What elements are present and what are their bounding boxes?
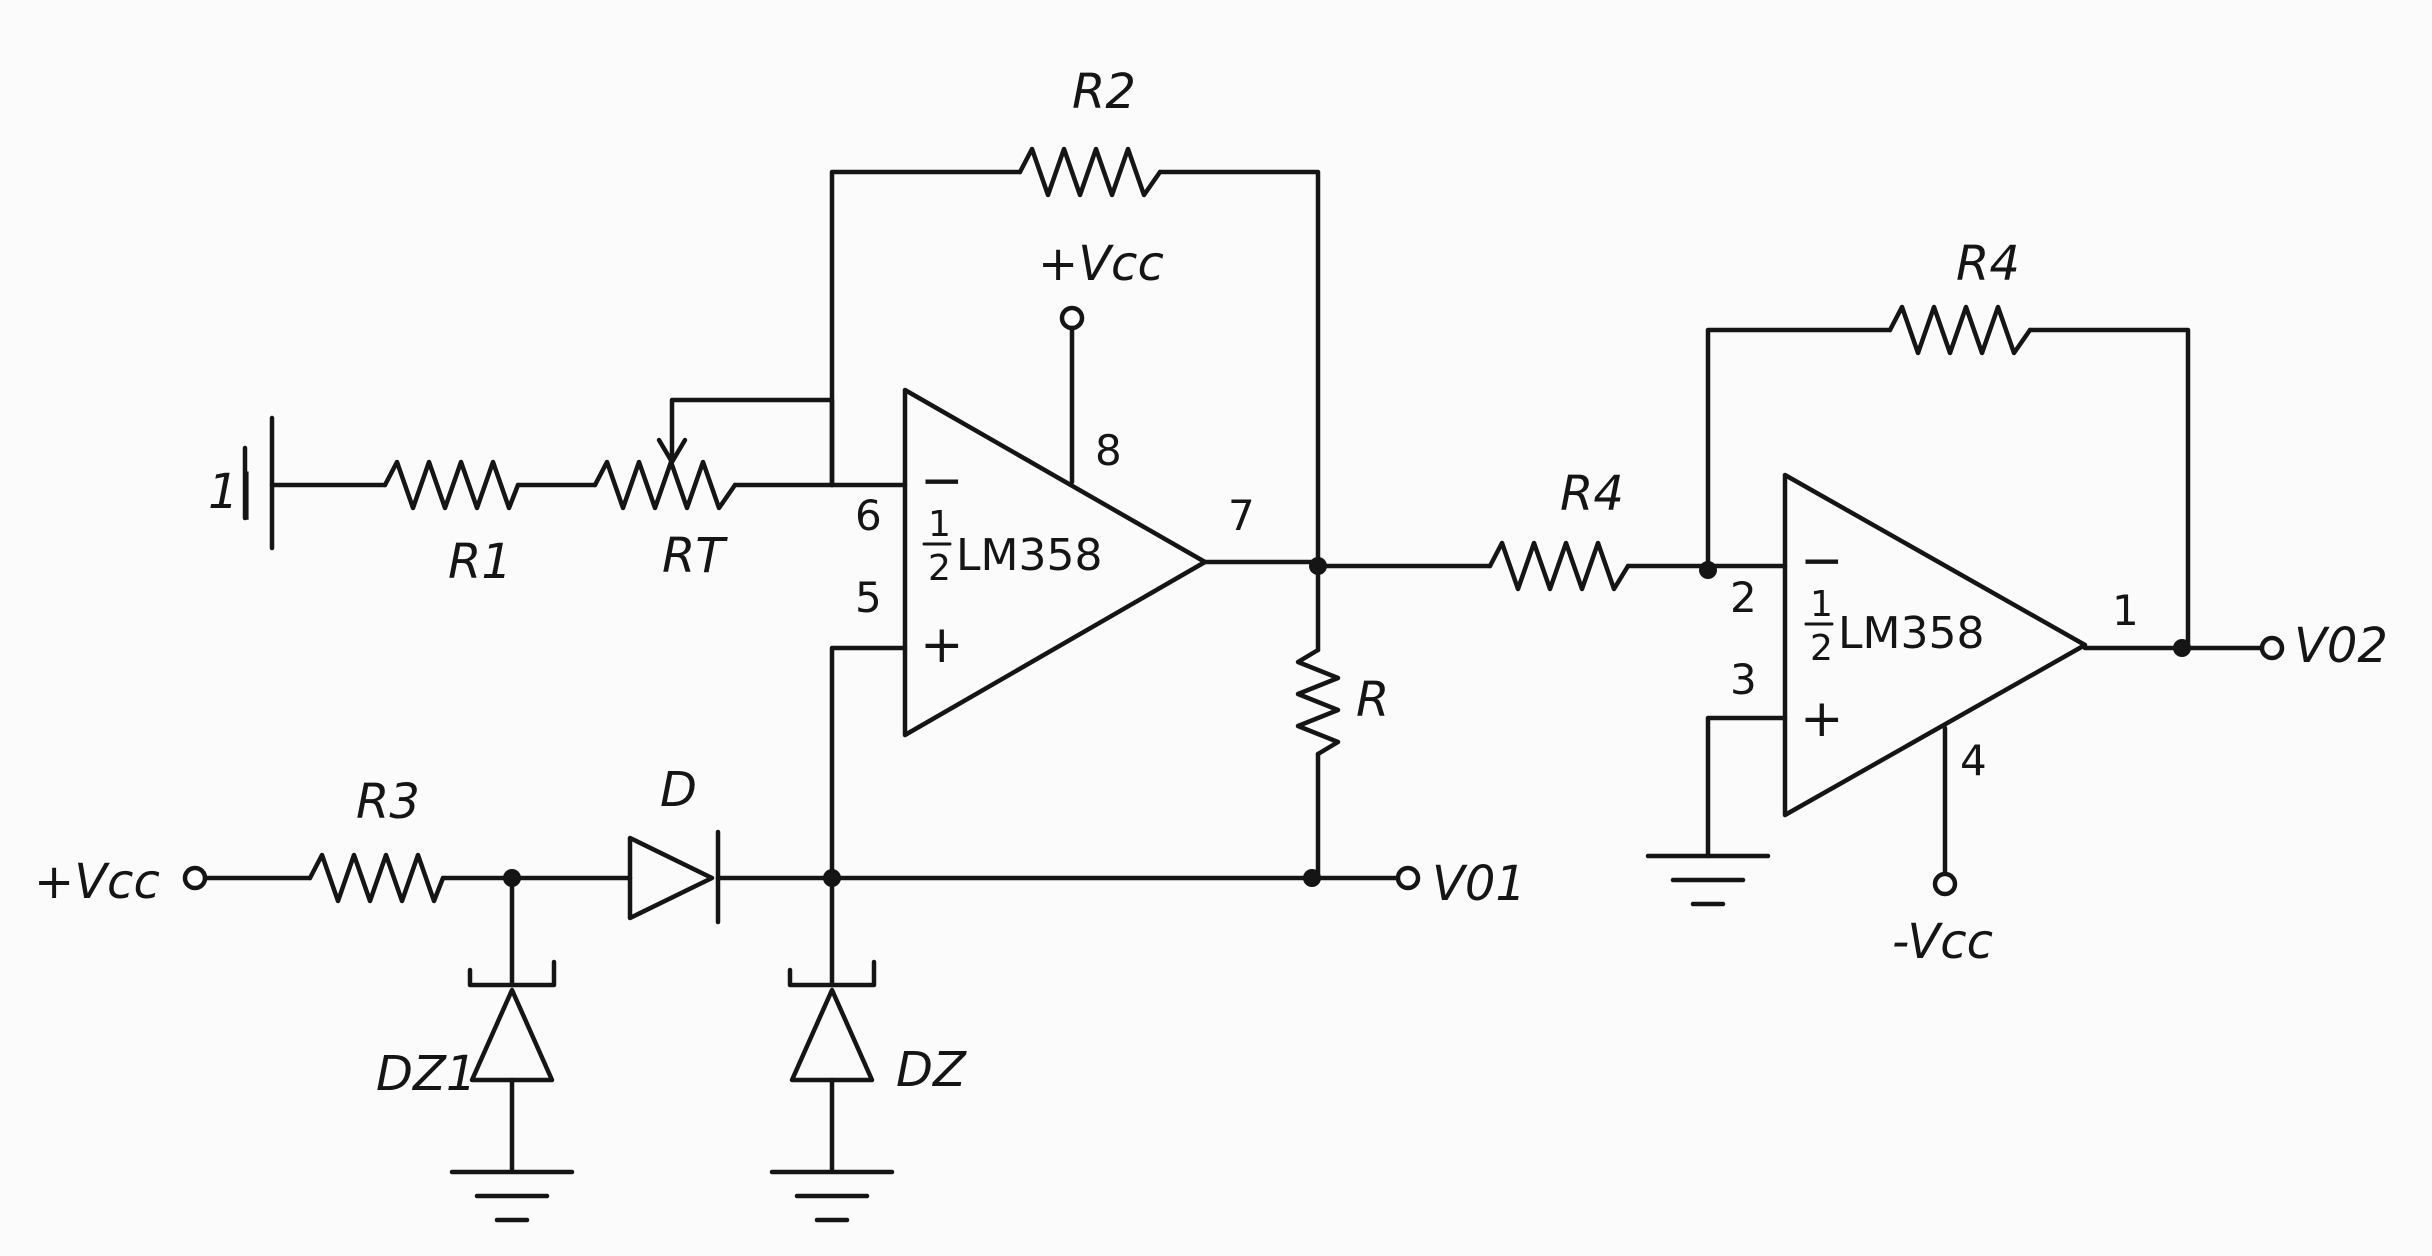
vcc-neg-terminal	[1932, 871, 1958, 897]
zener-dz	[787, 875, 877, 1173]
opamp2-pin-2: 2	[1730, 573, 1757, 622]
opamp1-pin-8: 8	[1095, 426, 1122, 475]
opamp2-fraction-num: 1	[1810, 584, 1833, 625]
opamp2-noninv-wire	[1705, 715, 1788, 859]
r3-label: R3	[356, 774, 420, 830]
ground-dz1	[449, 1169, 575, 1223]
resistor-r2	[1017, 146, 1163, 198]
opamp2-body	[1782, 472, 2088, 818]
r4-feedback-wires	[1705, 327, 2191, 651]
dz1-label: DZ1	[376, 1046, 476, 1102]
r2-feedback-wires	[829, 169, 1321, 565]
vcc-neg-label: -Vcc	[1892, 914, 1993, 970]
vcc-left-label: +Vcc	[34, 854, 160, 910]
opamp2-pin-4: 4	[1960, 736, 1987, 785]
opamp1-noninv-wire	[829, 645, 908, 875]
vcc-top-terminal	[1059, 305, 1085, 331]
resistor-r1	[382, 459, 521, 511]
opamp2-part-name: LM358	[1838, 608, 1984, 659]
potentiometer-wiper	[656, 397, 835, 488]
vo2-label: V02	[2294, 618, 2388, 674]
opamp1-pin-6: 6	[855, 491, 882, 540]
node-vo1	[1303, 869, 1321, 887]
rt-label: RT	[662, 528, 728, 584]
dz-label: DZ	[896, 1042, 967, 1098]
ground-dz	[769, 1169, 895, 1223]
opamp2-pin-3: 3	[1730, 655, 1757, 704]
resistor-r4-input	[1487, 540, 1631, 592]
opamp1-part-name: LM358	[956, 530, 1102, 581]
opamp2-minus-sign: −	[1800, 531, 1844, 591]
vo1-terminal	[1395, 865, 1421, 891]
diode-d	[627, 829, 721, 925]
opamp1-plus-sign: +	[920, 615, 964, 675]
input-cell-label: 1|	[208, 464, 255, 520]
vcc-top-label: +Vcc	[1038, 236, 1164, 292]
r-label: R	[1356, 672, 1389, 728]
opamp1-minus-sign: −	[920, 451, 964, 511]
opamp1-pin-7: 7	[1228, 491, 1255, 540]
d-label: D	[660, 762, 697, 818]
r4-input-label: R4	[1560, 466, 1624, 522]
vo2-terminal	[2259, 635, 2285, 661]
zener-dz1	[467, 875, 557, 1173]
opamp1-pin-5: 5	[855, 573, 882, 622]
vo1-label: V01	[1432, 856, 1526, 912]
opamp2-plus-sign: +	[1800, 689, 1844, 749]
node-vo2	[2173, 639, 2191, 657]
resistor-r	[1295, 647, 1341, 757]
resistor-r3	[307, 852, 446, 904]
opamp1-fraction-num: 1	[928, 504, 951, 545]
ground-opamp2	[1645, 853, 1771, 907]
r1-label: R1	[448, 534, 512, 590]
opamp2-fraction-den: 2	[1810, 628, 1833, 669]
r4-feedback-label: R4	[1956, 236, 2020, 292]
opamp2-pin-1: 1	[2112, 586, 2139, 635]
potentiometer-rt	[592, 459, 738, 511]
vcc-left-terminal	[182, 865, 208, 891]
opamp1-fraction-den: 2	[928, 548, 951, 589]
r2-label: R2	[1072, 64, 1136, 120]
opamp1-body	[902, 387, 1208, 738]
resistor-r4-feedback	[1887, 304, 2033, 356]
